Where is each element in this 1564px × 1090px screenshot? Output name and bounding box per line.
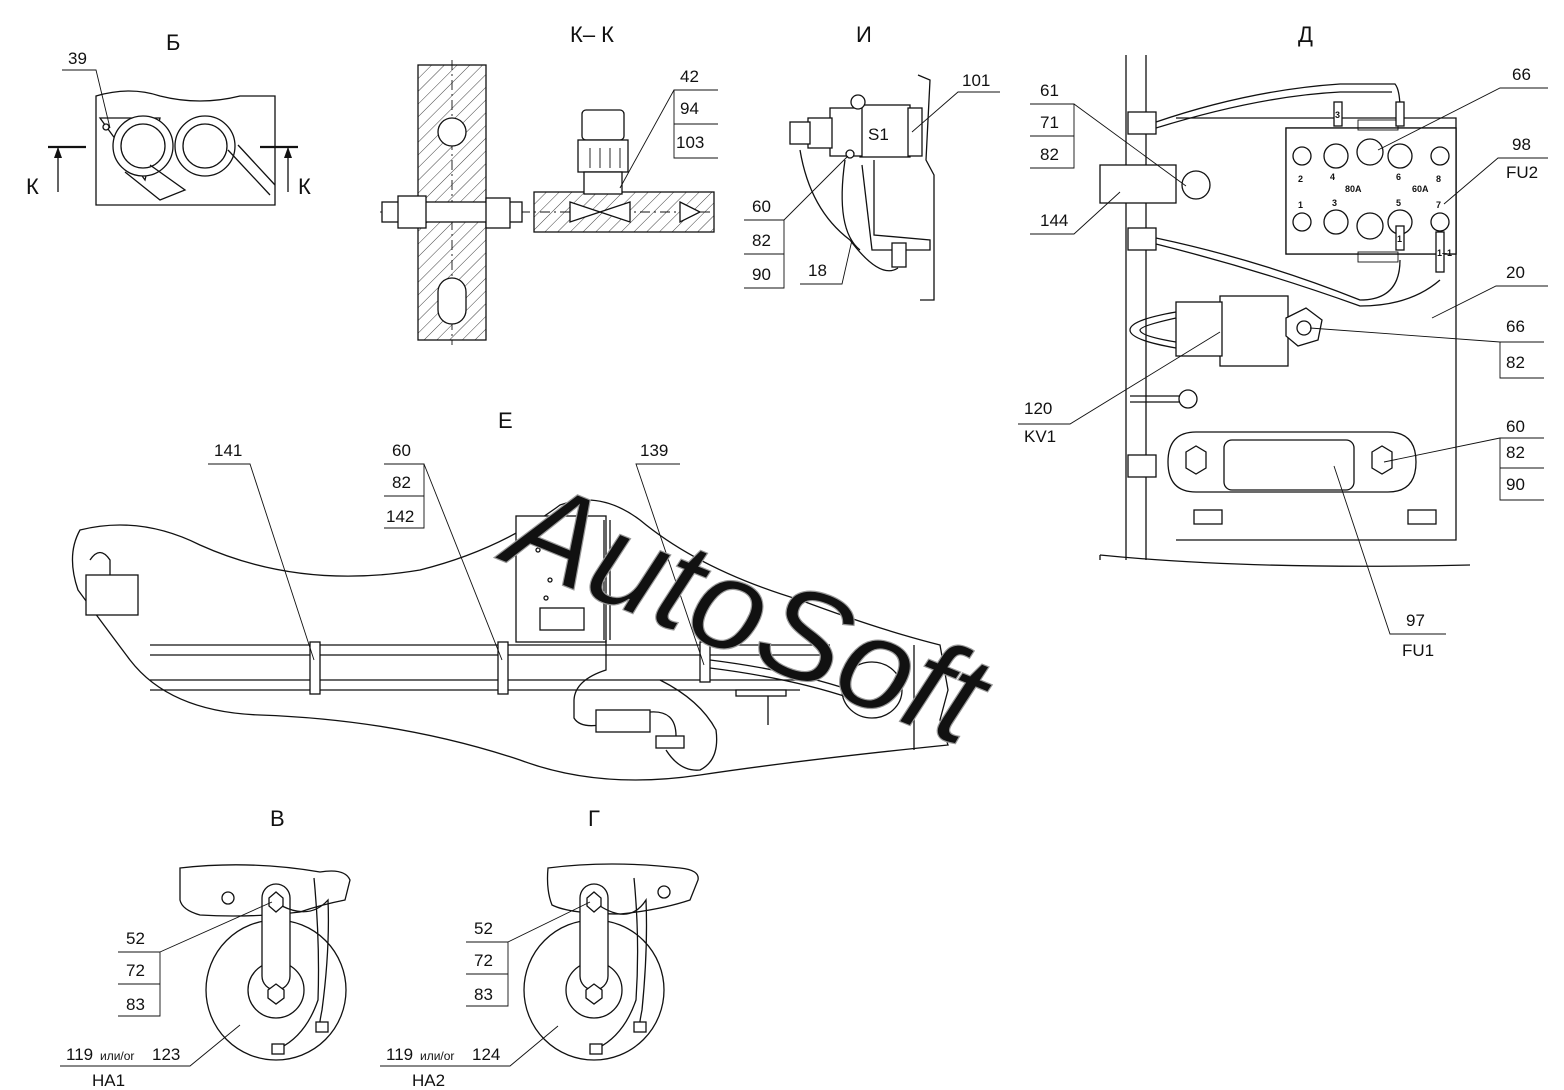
wire-mark-bottom-1: 1 bbox=[1397, 234, 1402, 244]
section-mark-k-right: К bbox=[298, 174, 311, 199]
clamp-142 bbox=[497, 641, 509, 695]
callout-v-or: или/or bbox=[100, 1049, 134, 1063]
terminal-2: 2 bbox=[1298, 174, 1303, 184]
rating-80a: 80А bbox=[1345, 184, 1362, 194]
callout-d-82: 82 bbox=[1040, 145, 1059, 164]
callout-d-60: 60 bbox=[1506, 417, 1525, 436]
clamp-141 bbox=[309, 641, 321, 695]
terminal-8: 8 bbox=[1436, 174, 1441, 184]
harness-top bbox=[1155, 83, 1401, 123]
view-e-title: Е bbox=[498, 408, 513, 433]
callout-d-66-top: 66 bbox=[1512, 65, 1531, 84]
callout-42: 42 bbox=[680, 67, 699, 86]
callout-e-60: 60 bbox=[392, 441, 411, 460]
callout-v-72: 72 bbox=[126, 961, 145, 980]
callout-v-ha1: НА1 bbox=[92, 1071, 125, 1090]
callout-v-83: 83 bbox=[126, 995, 145, 1014]
callout-82: 82 bbox=[752, 231, 771, 250]
callout-e-141: 141 bbox=[214, 441, 242, 460]
callout-v-123: 123 bbox=[152, 1045, 180, 1064]
callout-d-fu1: FU1 bbox=[1402, 641, 1434, 660]
callout-e-82: 82 bbox=[392, 473, 411, 492]
callout-d-98: 98 bbox=[1512, 135, 1531, 154]
callout-90: 90 bbox=[752, 265, 771, 284]
view-i-title: И bbox=[856, 22, 872, 47]
view-d-title: Д bbox=[1298, 22, 1313, 47]
view-b-title: Б bbox=[166, 30, 180, 55]
callout-g-52: 52 bbox=[474, 919, 493, 938]
view-kk: К– К 42 94 103 bbox=[380, 22, 718, 345]
callout-g-124: 124 bbox=[472, 1045, 500, 1064]
terminal-3: 3 bbox=[1332, 198, 1337, 208]
callout-d-82c: 82 bbox=[1506, 443, 1525, 462]
terminal-7: 7 bbox=[1436, 200, 1441, 210]
callout-d-144: 144 bbox=[1040, 211, 1068, 230]
section-mark-k-left: К bbox=[26, 174, 39, 199]
callout-e-142: 142 bbox=[386, 507, 414, 526]
relay-kv1 bbox=[1219, 295, 1289, 367]
callout-94: 94 bbox=[680, 99, 699, 118]
clamp-144 bbox=[1099, 164, 1177, 204]
panel-edge bbox=[917, 74, 935, 301]
terminal bbox=[1292, 146, 1312, 166]
switch-s1 bbox=[859, 104, 911, 158]
callout-d-61: 61 bbox=[1040, 81, 1059, 100]
callout-v-52: 52 bbox=[126, 929, 145, 948]
bracket-outline bbox=[95, 90, 276, 206]
pressure-switch bbox=[581, 109, 625, 141]
terminal-1: 1 bbox=[1298, 200, 1303, 210]
callout-d-97: 97 bbox=[1406, 611, 1425, 630]
view-d: Д 2 1 4 3 80А bbox=[1018, 22, 1548, 660]
terminal-6: 6 bbox=[1396, 172, 1401, 182]
callout-d-fu2: FU2 bbox=[1506, 163, 1538, 182]
harness-bottom bbox=[1155, 237, 1401, 301]
view-v-title: В bbox=[270, 806, 285, 831]
callout-101: 101 bbox=[962, 71, 990, 90]
callout-e-139: 139 bbox=[640, 441, 668, 460]
terminal-4: 4 bbox=[1330, 172, 1335, 182]
callout-18: 18 bbox=[808, 261, 827, 280]
callout-v-119: 119 bbox=[66, 1045, 93, 1064]
view-e: Е 141 6 bbox=[71, 408, 949, 781]
callout-g-83: 83 bbox=[474, 985, 493, 1004]
callout-d-90: 90 bbox=[1506, 475, 1525, 494]
watermark: AutoSoft bbox=[483, 448, 1011, 775]
switch-label-s1: S1 bbox=[868, 125, 889, 144]
callout-60: 60 bbox=[752, 197, 771, 216]
callout-d-66: 66 bbox=[1506, 317, 1525, 336]
callout-g-or: или/or bbox=[420, 1049, 454, 1063]
view-g: Г 52 72 83 119 или/or 124 НА2 bbox=[380, 806, 699, 1090]
wire-mark-bottom-2: 1–1 bbox=[1437, 248, 1452, 258]
callout-g-72: 72 bbox=[474, 951, 493, 970]
horn-body-left bbox=[112, 115, 174, 177]
callout-d-82b: 82 bbox=[1506, 353, 1525, 372]
horn-body-right bbox=[174, 115, 236, 177]
callout-d-71: 71 bbox=[1040, 113, 1059, 132]
callout-d-120: 120 bbox=[1024, 399, 1052, 418]
horn-bracket bbox=[546, 863, 699, 915]
clip bbox=[1127, 111, 1157, 135]
callout-d-kv1: KV1 bbox=[1024, 427, 1056, 446]
mounting-panel bbox=[1176, 117, 1457, 541]
view-g-title: Г bbox=[588, 806, 600, 831]
callout-d-20: 20 bbox=[1506, 263, 1525, 282]
view-kk-title: К– К bbox=[570, 22, 614, 47]
frame-outline bbox=[71, 499, 949, 781]
callout-103: 103 bbox=[676, 133, 704, 152]
callout-g-ha2: НА2 bbox=[412, 1071, 445, 1090]
clamp-139 bbox=[699, 641, 711, 683]
view-i: И S1 101 60 82 90 18 bbox=[744, 22, 1000, 301]
view-b: Б К К 39 bbox=[26, 30, 311, 206]
wire-mark-top: 3 bbox=[1335, 110, 1340, 120]
callout-g-119: 119 bbox=[386, 1045, 413, 1064]
terminal-5: 5 bbox=[1396, 198, 1401, 208]
connector bbox=[595, 709, 651, 733]
wire-18 bbox=[799, 149, 899, 272]
callout-39: 39 bbox=[68, 49, 87, 68]
view-v: В 52 72 83 119 или/or 123 НА1 bbox=[60, 806, 351, 1090]
rating-60a: 60А bbox=[1412, 184, 1429, 194]
horn-bracket bbox=[179, 864, 351, 917]
